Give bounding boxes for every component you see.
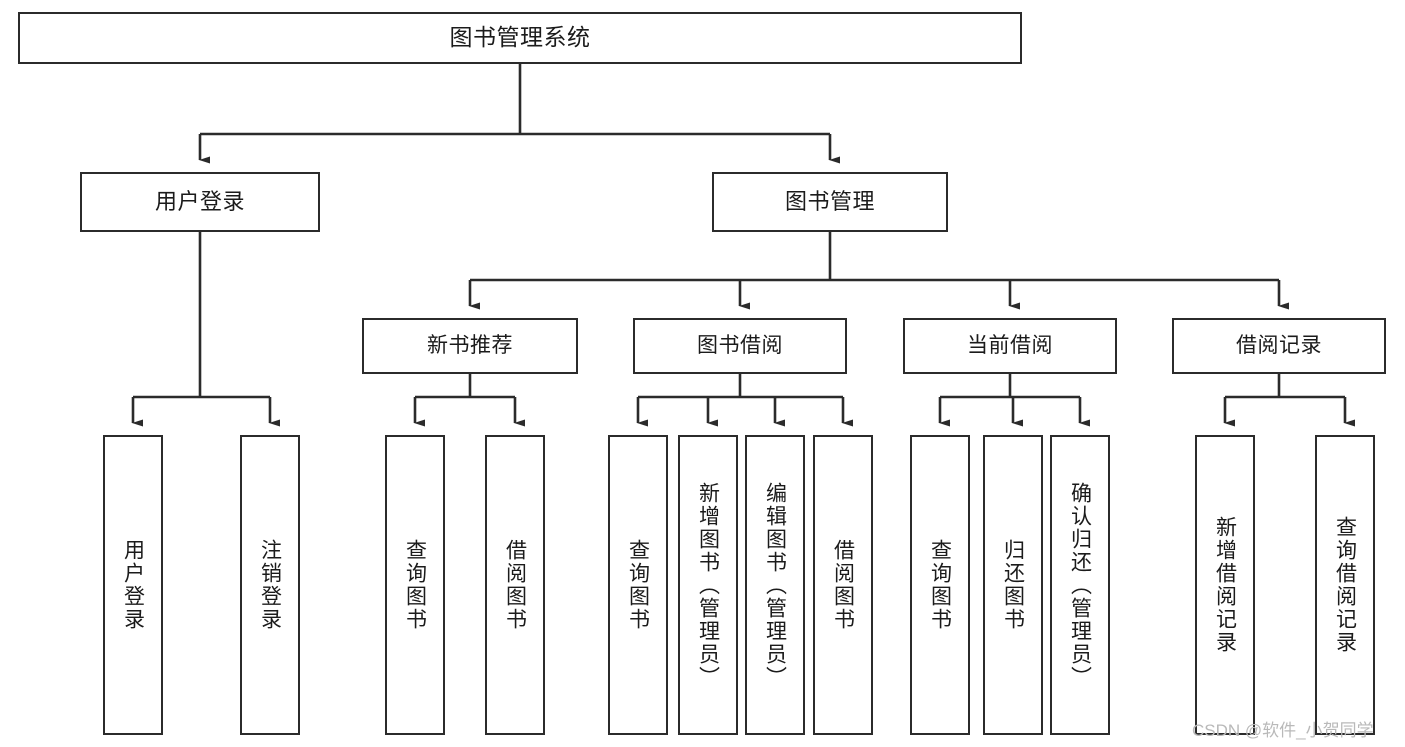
node-leaf-query-book-3-label: 查询图书 (928, 539, 952, 631)
node-leaf-borrow-book-2[interactable]: 借阅图书 (813, 435, 873, 735)
node-leaf-return-book[interactable]: 归还图书 (983, 435, 1043, 735)
node-leaf-query-book-2[interactable]: 查询图书 (608, 435, 668, 735)
node-leaf-query-book-1[interactable]: 查询图书 (385, 435, 445, 735)
node-leaf-confirm-return[interactable]: 确认归还（管理员） (1050, 435, 1110, 735)
node-leaf-user-login-label: 用户登录 (121, 539, 145, 631)
node-leaf-borrow-book-2-label: 借阅图书 (831, 539, 855, 631)
node-book-manage[interactable]: 图书管理 (712, 172, 948, 232)
node-book-manage-label: 图书管理 (784, 188, 875, 214)
node-leaf-add-record-label: 新增借阅记录 (1213, 516, 1237, 654)
node-leaf-query-record[interactable]: 查询借阅记录 (1315, 435, 1375, 735)
node-book-borrow[interactable]: 图书借阅 (633, 318, 847, 374)
node-user-login-label: 用户登录 (154, 188, 245, 214)
node-leaf-query-book-3[interactable]: 查询图书 (910, 435, 970, 735)
node-leaf-query-record-label: 查询借阅记录 (1333, 516, 1357, 654)
node-borrow-record-label: 借阅记录 (1236, 334, 1322, 358)
node-borrow-record[interactable]: 借阅记录 (1172, 318, 1386, 374)
node-user-login[interactable]: 用户登录 (80, 172, 320, 232)
node-leaf-user-login[interactable]: 用户登录 (103, 435, 163, 735)
node-leaf-edit-book-label: 编辑图书（管理员） (763, 481, 787, 689)
csdn-watermark: CSDN @软件_小贺同学 (1192, 721, 1374, 740)
node-book-borrow-label: 图书借阅 (697, 334, 783, 358)
node-leaf-borrow-book-1[interactable]: 借阅图书 (485, 435, 545, 735)
node-new-book-rec[interactable]: 新书推荐 (362, 318, 578, 374)
node-leaf-return-book-label: 归还图书 (1001, 539, 1025, 631)
node-current-borrow-label: 当前借阅 (967, 334, 1053, 358)
node-leaf-query-book-1-label: 查询图书 (403, 539, 427, 631)
node-leaf-user-logout-label: 注销登录 (258, 539, 282, 631)
node-leaf-add-record[interactable]: 新增借阅记录 (1195, 435, 1255, 735)
node-leaf-add-book[interactable]: 新增图书（管理员） (678, 435, 738, 735)
node-leaf-borrow-book-1-label: 借阅图书 (503, 539, 527, 631)
node-current-borrow[interactable]: 当前借阅 (903, 318, 1117, 374)
node-root-label: 图书管理系统 (449, 24, 591, 51)
node-leaf-confirm-return-label: 确认归还（管理员） (1068, 481, 1092, 689)
node-leaf-query-book-2-label: 查询图书 (626, 539, 650, 631)
node-root[interactable]: 图书管理系统 (18, 12, 1022, 64)
node-leaf-edit-book[interactable]: 编辑图书（管理员） (745, 435, 805, 735)
node-leaf-add-book-label: 新增图书（管理员） (696, 481, 720, 689)
node-new-book-rec-label: 新书推荐 (427, 334, 513, 358)
node-leaf-user-logout[interactable]: 注销登录 (240, 435, 300, 735)
